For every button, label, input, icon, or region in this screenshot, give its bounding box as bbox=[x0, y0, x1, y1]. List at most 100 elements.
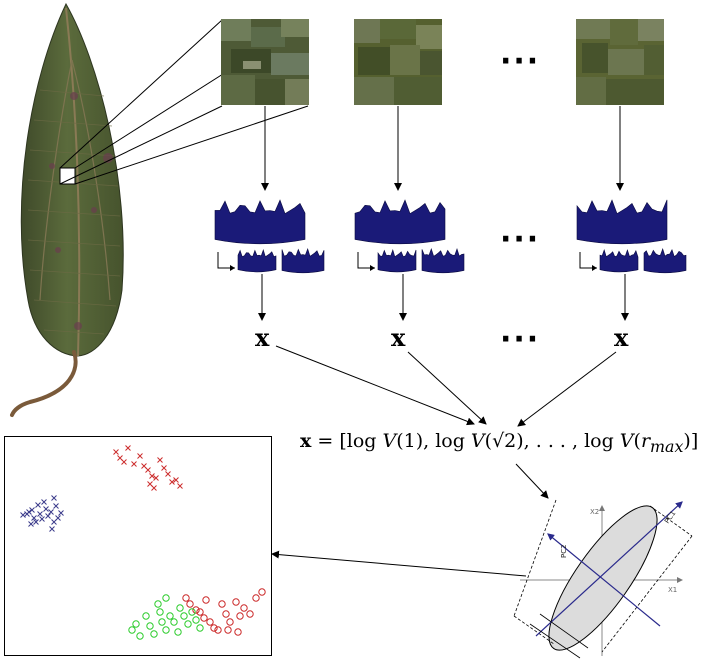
surface-bend-arrow-1 bbox=[217, 252, 235, 269]
vector-x-3: x bbox=[614, 323, 629, 352]
scatter-point-red-circle bbox=[182, 594, 190, 602]
scatter-point-red-circle bbox=[202, 596, 210, 604]
texture-patch-3 bbox=[576, 19, 664, 105]
surface-small-b-1 bbox=[281, 247, 325, 274]
scatter-point-green-circle bbox=[162, 626, 170, 634]
surface-large-2 bbox=[354, 199, 446, 245]
surface-bend-arrow-3 bbox=[579, 252, 597, 269]
scatter-point-green-circle bbox=[146, 622, 154, 630]
scatter-point-red-circle bbox=[196, 608, 204, 616]
scatter-point-red-circle bbox=[234, 628, 242, 636]
texture-patch-2 bbox=[354, 19, 442, 105]
scatter-point-red-circle bbox=[186, 600, 194, 608]
surface-small-a-3 bbox=[599, 249, 639, 273]
scatter-point-green-circle bbox=[158, 618, 166, 626]
scatter-point-green-circle bbox=[132, 620, 140, 628]
scatter-point-green-circle bbox=[196, 624, 204, 632]
surface-large-1 bbox=[214, 199, 306, 245]
scatter-point-blue-cross bbox=[39, 516, 45, 522]
scatter-point-red-cross bbox=[157, 457, 163, 463]
bend-arrowhead bbox=[370, 265, 375, 271]
scatter-point-red-circle bbox=[252, 594, 260, 602]
scatter-point-red-circle bbox=[214, 626, 222, 634]
scatter-point-red-circle bbox=[200, 614, 208, 622]
scatter-point-blue-cross bbox=[51, 495, 57, 501]
formula-part: ( bbox=[633, 430, 641, 452]
surface-small-b-3 bbox=[643, 247, 687, 274]
bend-arrowhead bbox=[592, 265, 597, 271]
scatter-point-red-circle bbox=[226, 618, 234, 626]
scatter-point-green-circle bbox=[128, 626, 136, 634]
scatter-point-red-cross bbox=[165, 471, 171, 477]
texture-patch-1 bbox=[221, 19, 309, 105]
scatter-point-green-circle bbox=[174, 628, 182, 636]
formula-part: (1), log bbox=[396, 430, 471, 452]
scatter-point-green-circle bbox=[188, 608, 196, 616]
scatter-point-green-circle bbox=[162, 594, 170, 602]
scatter-point-red-cross bbox=[137, 453, 143, 459]
scatter-point-red-circle bbox=[258, 588, 266, 596]
scatter-point-red-circle bbox=[222, 610, 230, 618]
formula-part: (√2), . . . , log bbox=[484, 430, 620, 452]
scatter-point-blue-cross bbox=[58, 510, 64, 516]
scatter-point-red-cross bbox=[125, 445, 131, 451]
scatter-point-green-circle bbox=[180, 612, 188, 620]
ellipsis-vectors: ··· bbox=[500, 322, 541, 357]
scatter-point-blue-cross bbox=[26, 509, 32, 515]
scatter-point-blue-cross bbox=[37, 511, 43, 517]
scatter-point-green-circle bbox=[150, 630, 158, 638]
ellipsis-textures: ··· bbox=[500, 44, 541, 79]
scatter-point-red-cross bbox=[131, 461, 137, 467]
scatter-point-red-cross bbox=[151, 485, 157, 491]
surface-bend-arrow-2 bbox=[357, 252, 375, 269]
scatter-point-blue-cross bbox=[53, 503, 59, 509]
scatter-point-green-circle bbox=[156, 608, 164, 616]
vector-x-2: x bbox=[391, 323, 406, 352]
scatter-point-green-circle bbox=[136, 632, 144, 640]
scatter-point-red-circle bbox=[206, 618, 214, 626]
scatter-point-red-cross bbox=[173, 477, 179, 483]
formula-part: )] bbox=[683, 430, 699, 452]
scatter-point-red-circle bbox=[192, 606, 200, 614]
scatter-point-red-cross bbox=[149, 473, 155, 479]
surface-large-3 bbox=[576, 199, 668, 245]
scatter-point-green-circle bbox=[166, 612, 174, 620]
scatter-point-green-circle bbox=[142, 612, 150, 620]
scatter-point-blue-cross bbox=[29, 507, 35, 513]
formula-var: V bbox=[619, 430, 634, 452]
surface-small-a-2 bbox=[377, 249, 417, 273]
scatter-point-red-circle bbox=[246, 610, 254, 618]
scatter-point-blue-cross bbox=[33, 519, 39, 525]
axis-label-x2: X2 bbox=[590, 508, 599, 516]
vector-x-1: x bbox=[255, 323, 270, 352]
scatter-point-green-circle bbox=[170, 618, 178, 626]
bend-arrowhead bbox=[230, 265, 235, 271]
scatter-point-red-cross bbox=[169, 479, 175, 485]
scatter-point-green-circle bbox=[154, 600, 162, 608]
formula-var: V bbox=[382, 430, 397, 452]
formula-part: = [log bbox=[311, 430, 383, 452]
scatter-plot-frame bbox=[4, 436, 272, 656]
scatter-point-green-circle bbox=[184, 620, 192, 628]
surface-small-a-1 bbox=[237, 249, 277, 273]
scatter-point-red-cross bbox=[177, 483, 183, 489]
scatter-point-red-circle bbox=[240, 604, 248, 612]
scatter-point-blue-cross bbox=[35, 502, 41, 508]
scatter-point-red-circle bbox=[232, 598, 240, 606]
scatter-point-red-cross bbox=[153, 475, 159, 481]
scatter-point-blue-cross bbox=[45, 513, 51, 519]
scatter-point-blue-cross bbox=[48, 509, 54, 515]
scatter-point-red-cross bbox=[161, 465, 167, 471]
pca-diagram: X1 X2 PC1 PC2 bbox=[513, 499, 693, 659]
leaf-image bbox=[10, 2, 124, 417]
axis-label-x1: X1 bbox=[668, 586, 677, 594]
scatter-point-blue-cross bbox=[55, 515, 61, 521]
axis-label-pc2: PC2 bbox=[560, 544, 568, 558]
scatter-point-blue-cross bbox=[28, 521, 34, 527]
formula-var: r bbox=[640, 430, 651, 452]
scatter-point-blue-cross bbox=[43, 506, 49, 512]
formula-var: V bbox=[470, 430, 485, 452]
